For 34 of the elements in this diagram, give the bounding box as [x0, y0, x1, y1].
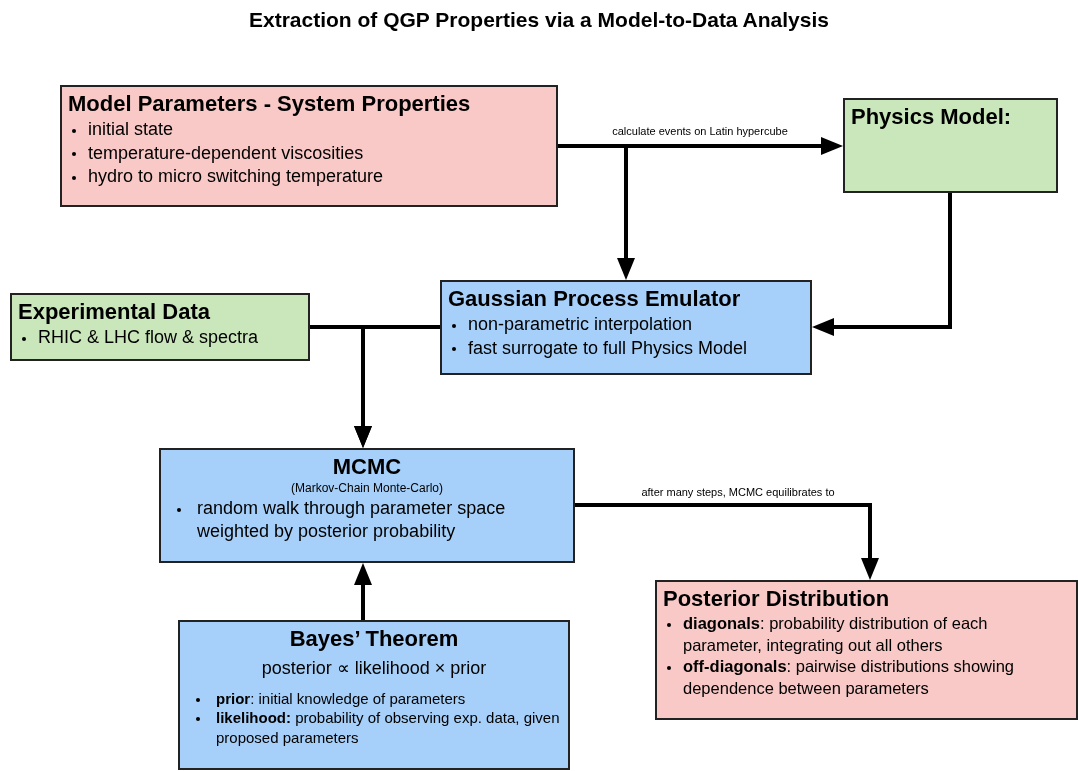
process-box [10, 293, 310, 361]
arrow [812, 193, 952, 336]
box-heading: Bayes’ Theorem [289, 626, 459, 652]
arrow [575, 503, 879, 580]
process-box [655, 580, 1078, 720]
bullet-text: random walk through parameter space weighted by posterior probability [167, 496, 567, 544]
bullet-text: temperature-dependent viscosities [68, 141, 550, 166]
box-heading: Physics Model: [851, 104, 1012, 130]
bullet-text: off-diagonals: pairwise distributions showing dependence between parameters [663, 656, 1070, 700]
bullet-text: initial state [68, 118, 550, 142]
formula-text: posterior ∝ likelihood × prior [261, 657, 487, 681]
subtitle-text: (Markov-Chain Monte-Carlo) [290, 481, 443, 497]
process-box [440, 280, 812, 375]
box-heading: Model Parameters - System Properties [68, 91, 471, 117]
process-box [178, 620, 570, 770]
diagram-title: Extraction of QGP Properties via a Model-to-Data Analysis [248, 8, 830, 32]
box-heading: Experimental Data [18, 299, 210, 325]
arrow [354, 325, 440, 448]
box-heading: Posterior Distribution [663, 586, 890, 612]
arrow [354, 563, 372, 620]
bullet-text: hydro to micro switching temperature [68, 165, 550, 189]
bullet-text: prior: initial knowledge of parameters [186, 688, 562, 709]
edge-label: after many steps, MCMC equilibrates to [639, 486, 837, 498]
bullet-text: fast surrogate to full Physics Model [448, 336, 804, 361]
box-heading: MCMC [332, 454, 402, 480]
bullet-text: RHIC & LHC flow & spectra [18, 326, 302, 350]
bullet-text: non-parametric interpolation [448, 313, 804, 337]
process-box [60, 85, 558, 207]
process-box [159, 448, 575, 563]
arrow [558, 144, 635, 280]
bullet-text: likelihood: probability of observing exp. data, given proposed parameters [186, 708, 562, 748]
box-heading: Gaussian Process Emulator [448, 286, 741, 312]
edge-label: calculate events on Latin hypercube [610, 125, 790, 137]
process-box [843, 98, 1058, 193]
